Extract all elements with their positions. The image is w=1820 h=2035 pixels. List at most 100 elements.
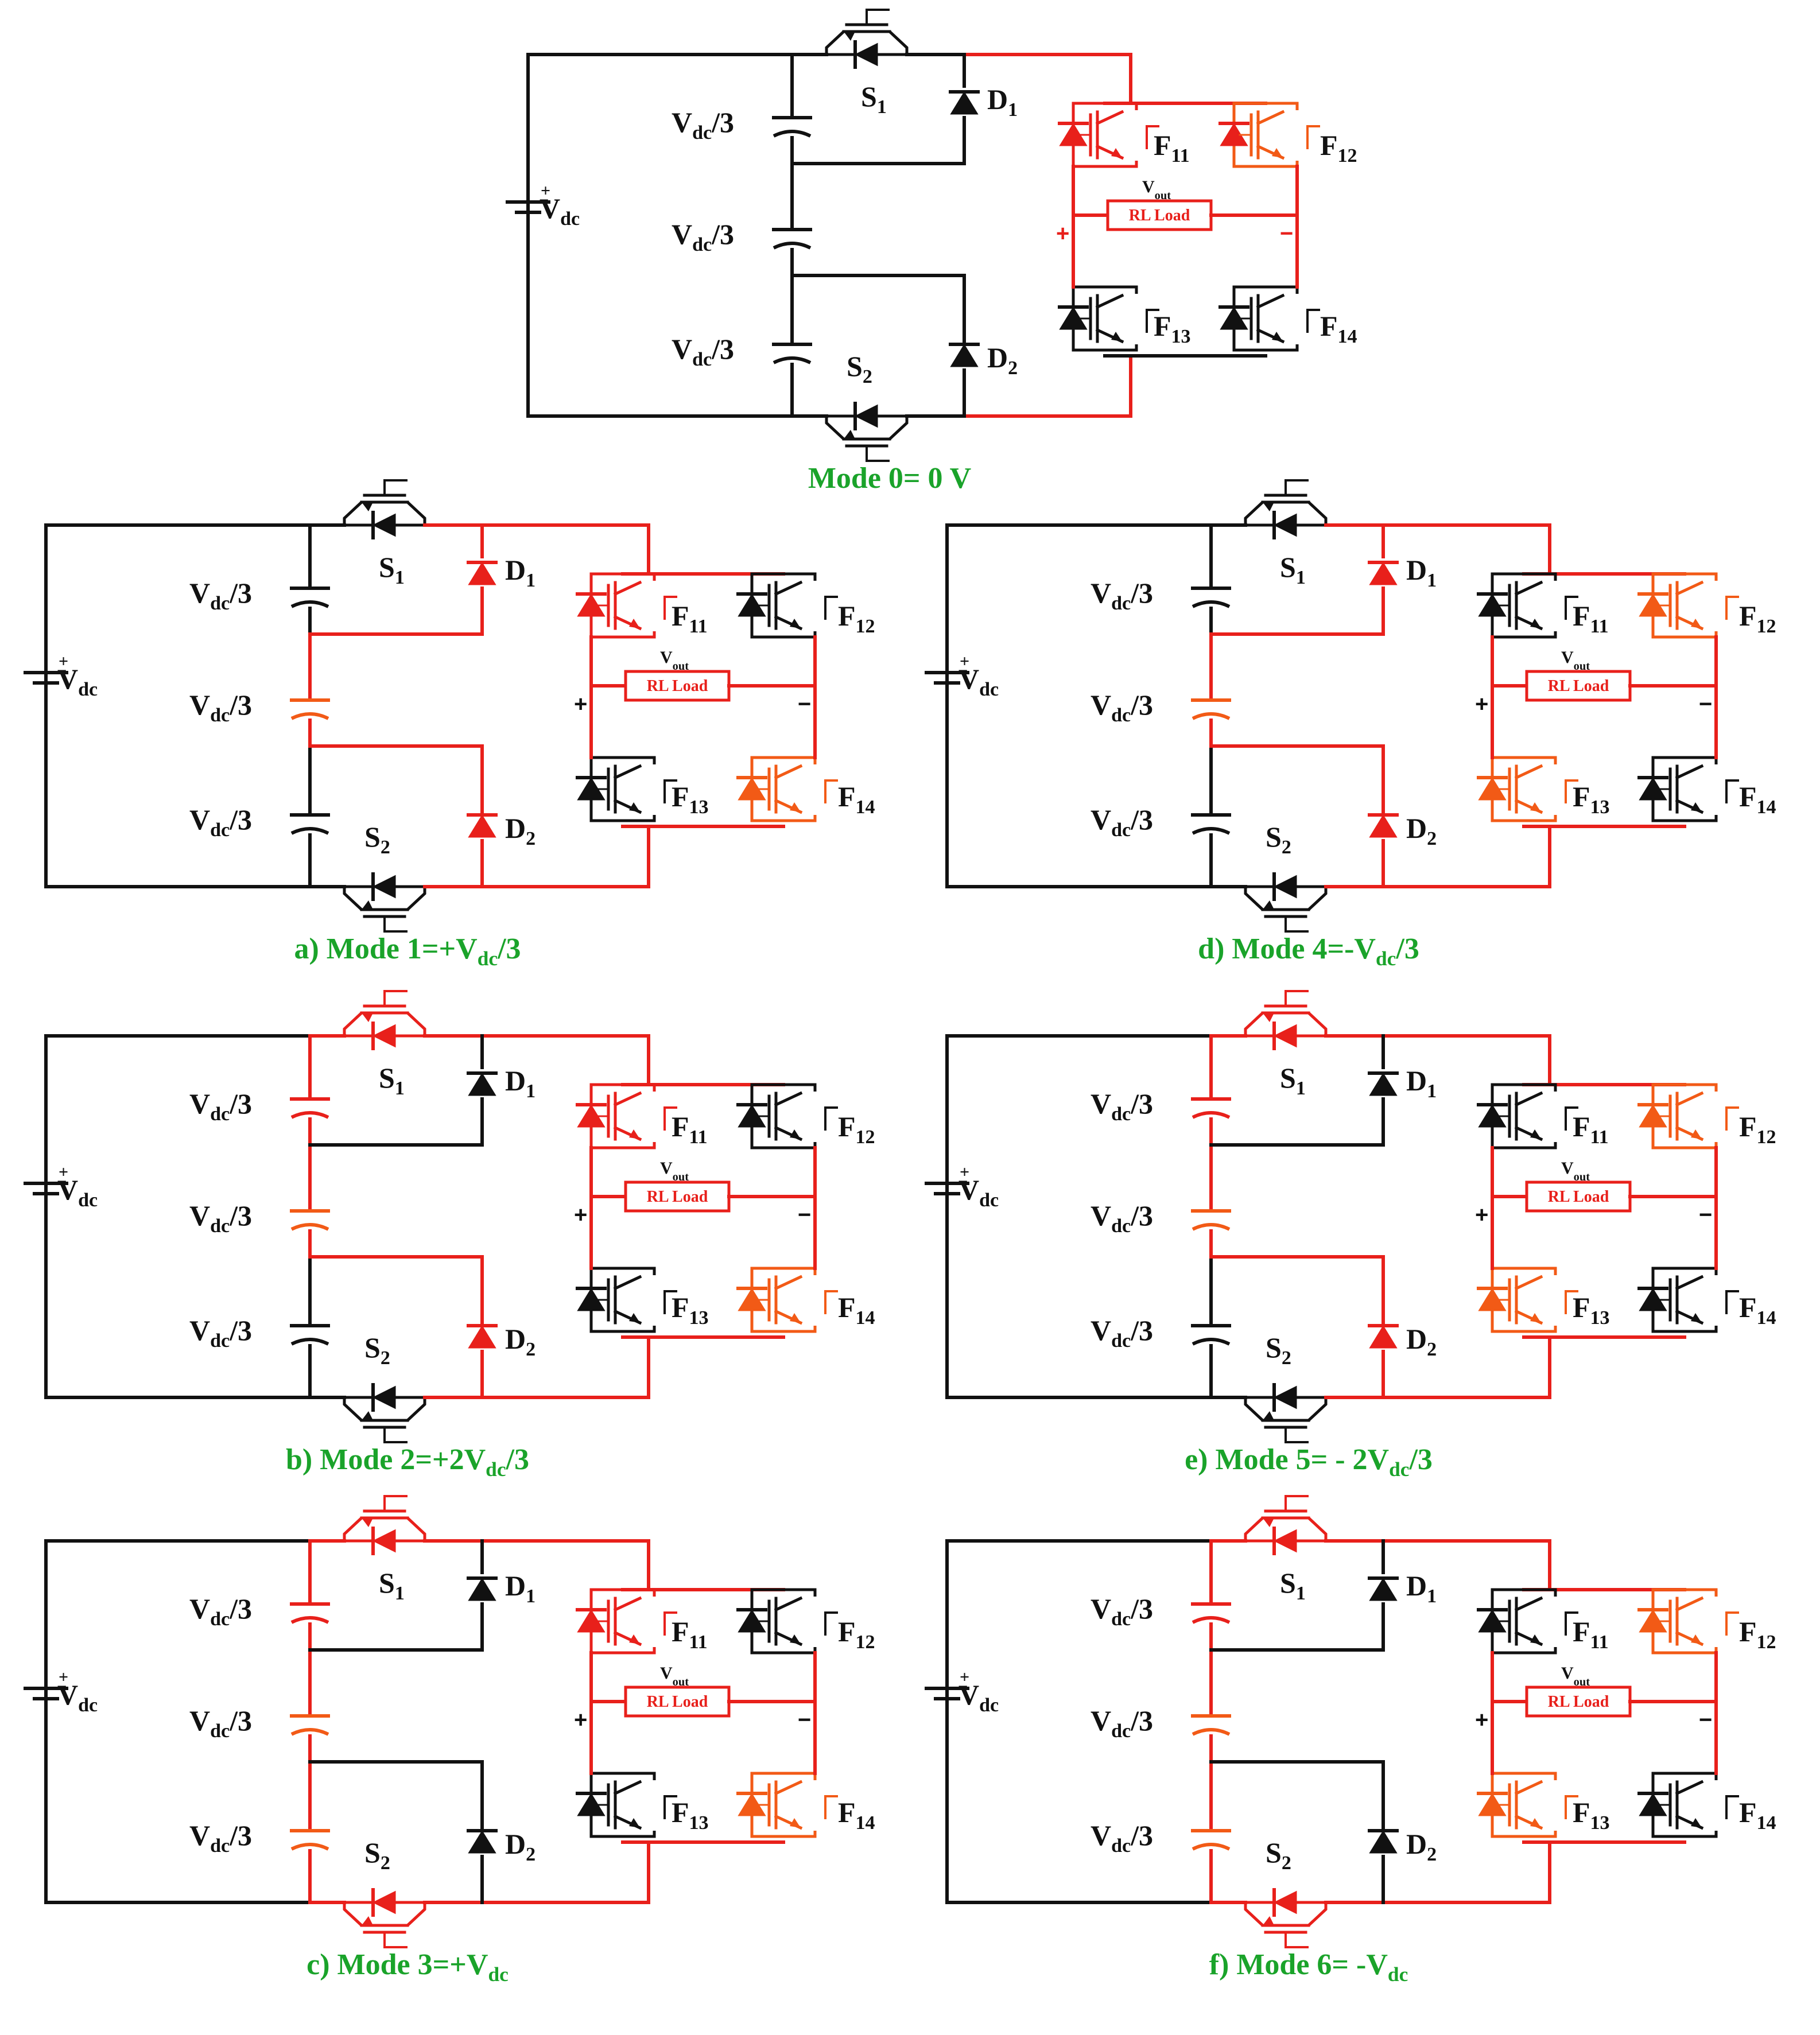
rl-load-label: RL Load <box>647 677 708 695</box>
label-d1: D1 <box>505 1065 535 1102</box>
label-vout: Vout <box>1142 177 1171 202</box>
minus-sign: − <box>1699 1202 1712 1228</box>
capacitor-2-icon <box>290 698 330 720</box>
plus-sign: + <box>574 692 587 717</box>
label-vdc3-1: Vdc/3 <box>1091 577 1153 614</box>
igbt-f13 <box>576 1267 677 1333</box>
label-s2: S2 <box>364 1331 390 1369</box>
capacitor-2-icon <box>1191 698 1231 720</box>
minus-sign: − <box>1280 221 1293 246</box>
capacitor-3-icon <box>1191 1829 1231 1851</box>
igbt-f12 <box>1637 1083 1739 1149</box>
igbt-f11 <box>576 572 677 639</box>
label-d2: D2 <box>1406 812 1437 849</box>
switch-s1 <box>343 479 426 539</box>
plus-sign: + <box>1475 1707 1488 1733</box>
diode-d1-icon <box>467 1071 498 1096</box>
switch-s2-diode-icon <box>1272 1383 1297 1412</box>
label-f14: F14 <box>838 780 875 818</box>
label-vdc3-3: Vdc/3 <box>672 333 734 370</box>
igbt-f11 <box>1477 572 1578 639</box>
capacitor-3-icon <box>290 813 330 835</box>
switch-s1 <box>343 990 426 1050</box>
igbt-f13 <box>1058 285 1159 352</box>
dc-source-icon: + <box>506 181 550 214</box>
label-f11: F11 <box>1573 1615 1609 1653</box>
label-f12: F12 <box>1739 1615 1776 1653</box>
capacitor-1-icon <box>290 1602 330 1624</box>
igbt-f11 <box>1477 1588 1578 1655</box>
diode-d2-icon <box>467 1324 498 1349</box>
capacitor-3-icon <box>290 1324 330 1346</box>
switch-s1-diode-icon <box>371 1022 396 1050</box>
dc-source-icon: + <box>925 1163 969 1195</box>
label-s1: S1 <box>1280 1567 1306 1604</box>
label-vdc3-3: Vdc/3 <box>1091 1819 1153 1857</box>
igbt-f14 <box>1637 756 1739 822</box>
rl-load-label: RL Load <box>1129 207 1190 224</box>
igbt-f11 <box>576 1588 677 1655</box>
diode-d2-icon <box>1368 1324 1399 1349</box>
label-f11: F11 <box>672 600 708 637</box>
label-vdc3-2: Vdc/3 <box>189 1199 252 1237</box>
igbt-f12 <box>1637 1588 1739 1655</box>
switch-s2 <box>343 872 426 933</box>
switch-s2 <box>825 402 909 462</box>
label-d2: D2 <box>505 1828 535 1865</box>
svg-text:+: + <box>59 1163 68 1182</box>
diode-d1-icon <box>467 1576 498 1601</box>
label-vout: Vout <box>660 1159 689 1183</box>
label-f14: F14 <box>1320 310 1357 347</box>
igbt-f12 <box>1637 572 1739 639</box>
label-d1: D1 <box>987 83 1018 121</box>
switch-s1-diode-icon <box>853 40 878 69</box>
plus-sign: + <box>574 1202 587 1228</box>
diode-d1-icon <box>949 90 980 115</box>
label-vdc3-1: Vdc/3 <box>1091 1088 1153 1125</box>
switch-s1-diode-icon <box>371 511 396 539</box>
label-f13: F13 <box>672 780 709 818</box>
label-vdc3-3: Vdc/3 <box>189 1819 252 1857</box>
label-f12: F12 <box>838 1615 875 1653</box>
svg-text:+: + <box>960 1163 969 1182</box>
mode-caption: e) Mode 5= - 2Vdc/3 <box>1185 1443 1433 1481</box>
rl-load-label: RL Load <box>647 1188 708 1206</box>
capacitor-2-icon <box>290 1714 330 1736</box>
label-f13: F13 <box>672 1796 709 1834</box>
label-s2: S2 <box>1266 1331 1291 1369</box>
svg-text:+: + <box>59 652 68 671</box>
igbt-f11 <box>1058 102 1159 168</box>
dc-source-icon: + <box>24 1668 68 1700</box>
capacitor-1-icon <box>772 116 812 138</box>
label-vdc3-3: Vdc/3 <box>1091 803 1153 841</box>
rl-load <box>1106 199 1213 231</box>
diode-d2-icon <box>467 1829 498 1854</box>
label-vdc: Vdc <box>540 192 580 230</box>
label-vdc3-1: Vdc/3 <box>189 1088 252 1125</box>
igbt-f13 <box>576 756 677 822</box>
igbt-f12 <box>736 1588 838 1655</box>
igbt-f14 <box>1218 285 1320 352</box>
label-f13: F13 <box>1573 1291 1610 1329</box>
switch-s2 <box>343 1383 426 1443</box>
plus-sign: + <box>1475 692 1488 717</box>
switch-s1-diode-icon <box>371 1527 396 1555</box>
plus-sign: + <box>574 1707 587 1733</box>
mode-caption: b) Mode 2=+2Vdc/3 <box>286 1443 529 1481</box>
label-vdc3-3: Vdc/3 <box>189 1314 252 1352</box>
label-d2: D2 <box>1406 1828 1437 1865</box>
capacitor-3-icon <box>1191 1324 1231 1346</box>
label-d2: D2 <box>1406 1323 1437 1360</box>
svg-text:+: + <box>541 181 550 200</box>
label-vdc: Vdc <box>57 663 98 700</box>
label-vdc3-3: Vdc/3 <box>189 803 252 841</box>
minus-sign: − <box>798 692 811 717</box>
switch-s1 <box>343 1495 426 1555</box>
diode-d2-icon <box>949 343 980 367</box>
capacitor-3-icon <box>290 1829 330 1851</box>
igbt-f11 <box>576 1083 677 1149</box>
label-f14: F14 <box>1739 780 1776 818</box>
